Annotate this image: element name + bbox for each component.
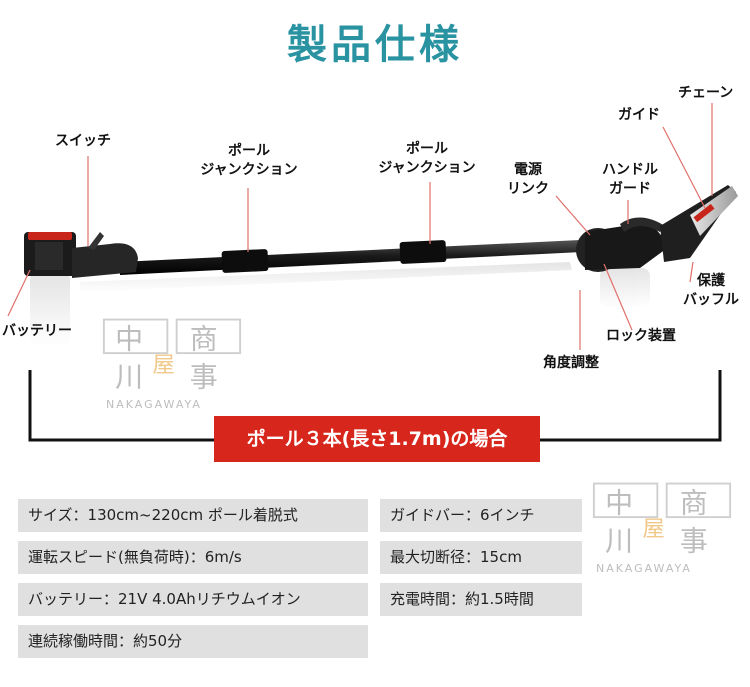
svg-text:中: 中: [605, 486, 633, 519]
spec-runtime: 連続稼働時間：約50分: [18, 625, 368, 658]
svg-text:事: 事: [680, 525, 708, 558]
pole-junction-1: [221, 249, 269, 273]
label-pole-junction-1: ポール ジャンクション: [200, 143, 298, 178]
label-pole-junction-2: ポール ジャンクション: [378, 141, 476, 176]
spec-size: サイズ：130cm~220cm ポール着脱式: [18, 499, 368, 532]
spec-speed: 運転スピード(無負荷時)：6m/s: [18, 541, 368, 574]
reflection: [30, 262, 650, 345]
svg-text:屋: 屋: [152, 352, 174, 378]
label-angle-adjust: 角度調整: [543, 355, 599, 371]
label-power-link: 電源 リンク: [507, 162, 549, 197]
label-guide: ガイド: [618, 107, 660, 123]
label-switch: スイッチ: [55, 133, 111, 149]
leader-lines: [7, 103, 713, 350]
spec-battery: バッテリー：21V 4.0Ahリチウムイオン: [18, 583, 368, 616]
watermark-logo-2: 中 商 川 事 屋 NAKAGAWAYA: [592, 480, 742, 580]
svg-text:川: 川: [115, 361, 143, 394]
watermark-text-2: NAKAGAWAYA: [596, 562, 692, 575]
svg-text:商: 商: [680, 486, 708, 519]
svg-text:中: 中: [115, 322, 143, 355]
svg-text:屋: 屋: [642, 516, 664, 542]
svg-text:川: 川: [605, 525, 633, 558]
pole: [120, 240, 582, 275]
page-title: 製品仕様: [287, 22, 463, 68]
pole-junction-2: [399, 240, 447, 264]
watermark-logo: 中 商 川 事 屋 NAKAGAWAYA: [102, 316, 252, 416]
hand-guard-part: [620, 217, 665, 232]
label-lock-device: ロック装置: [606, 328, 676, 344]
spec-guide-bar: ガイドバー：6インチ: [380, 499, 582, 532]
spec-max-cut: 最大切断径：15cm: [380, 541, 582, 574]
switch-trigger: [88, 232, 104, 250]
spec-charge-time: 充電時間：約1.5時間: [380, 583, 582, 616]
battery-unit: [24, 232, 138, 278]
guide-bar: [690, 186, 738, 236]
watermark-text: NAKAGAWAYA: [106, 398, 202, 411]
label-chain: チェーン: [678, 85, 734, 101]
label-hand-guard: ハンドル ガード: [602, 162, 658, 197]
svg-text:事: 事: [190, 361, 218, 394]
length-bracket: [28, 370, 722, 442]
label-protective-baffle: 保護 バッフル: [683, 273, 739, 308]
svg-text:商: 商: [190, 322, 218, 355]
saw-head: [576, 185, 738, 272]
length-banner: ポール３本(長さ1.7m)の場合: [214, 416, 540, 462]
label-battery: バッテリー: [2, 323, 72, 339]
